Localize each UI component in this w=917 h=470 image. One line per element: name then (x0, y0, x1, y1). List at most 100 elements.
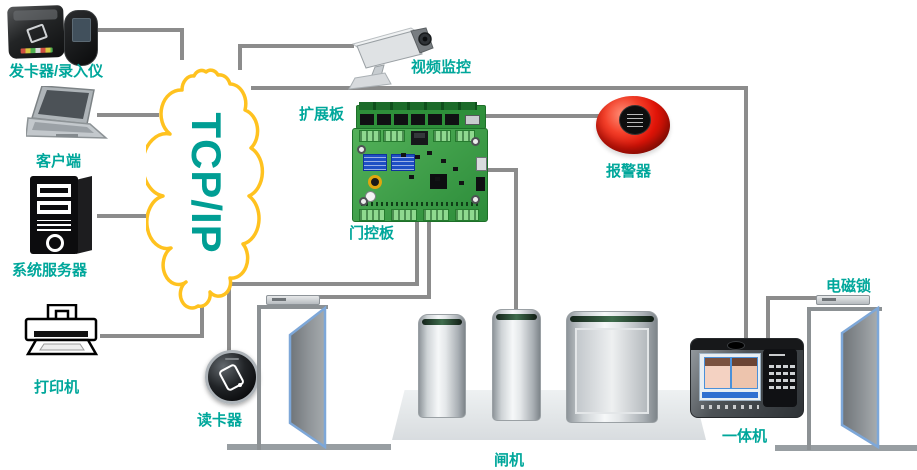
expansion-board-icon (356, 102, 486, 129)
turnstile-panel (575, 328, 649, 414)
label-maglock: 电磁锁 (826, 278, 872, 295)
line-cloud-camera-h (238, 44, 354, 48)
label-all-in-one: 一体机 (722, 428, 768, 445)
label-turnstile: 闸机 (494, 452, 525, 469)
board-terminal (455, 130, 475, 142)
board-screw (471, 195, 480, 204)
board-connector (476, 177, 485, 191)
turnstile-pillar (492, 309, 541, 421)
line-server-cloud (97, 214, 163, 218)
xboard-terminals (359, 102, 477, 110)
server-drive-bay (37, 201, 71, 214)
label-door-board: 门控板 (349, 225, 395, 242)
server-vents (37, 220, 71, 231)
turnstile-indicator (422, 319, 462, 325)
server-power-button (46, 234, 64, 252)
label-expansion-board: 扩展板 (299, 106, 345, 123)
cctv-camera-icon (348, 27, 434, 90)
label-video-monitor: 视频监控 (411, 59, 472, 76)
board-terminal (433, 130, 451, 142)
all-in-one-terminal-icon (690, 338, 804, 418)
line-cloud-aio-h (251, 86, 748, 90)
line-board-reader-h (227, 282, 419, 286)
turnstile-pillar (566, 311, 658, 423)
enrollment-device-icon (64, 10, 98, 66)
aio-keypad-keys (769, 365, 774, 368)
aio-face-photo (704, 357, 731, 389)
server-icon (30, 174, 96, 256)
aio-face-photo (731, 357, 758, 389)
turnstile-indicator (570, 316, 654, 322)
alarm-bell-icon (596, 96, 670, 154)
line-printer-cloud-h (100, 334, 204, 338)
line-board-leftlock-h (312, 295, 431, 299)
label-card-reader: 读卡器 (197, 412, 243, 429)
server-drive-bay (37, 184, 71, 197)
board-components (401, 153, 406, 157)
issuer-top-facet (13, 9, 58, 21)
xboard-relays (360, 114, 460, 125)
line-board-turnstile-v (514, 168, 518, 314)
issuer-led-strip (20, 47, 53, 54)
laptop-icon (26, 86, 109, 139)
line-cloud-camera-v (238, 44, 242, 70)
line-board-reader-v2 (227, 282, 231, 354)
reader-led (238, 383, 242, 387)
line-cloud-aio-v (744, 86, 748, 342)
aio-top-bar (691, 339, 803, 350)
board-terminal (359, 130, 381, 142)
board-terminal (423, 209, 449, 221)
aio-function-buttons (701, 405, 759, 409)
board-relay (391, 154, 415, 171)
server-side (76, 176, 92, 254)
board-screw (357, 145, 366, 154)
board-terminal (455, 209, 479, 221)
ground-left-door (227, 444, 391, 450)
right-door (807, 305, 882, 450)
board-rj45-port (411, 131, 428, 145)
aio-screen (699, 353, 761, 401)
tcpip-cloud (146, 68, 265, 310)
maglock-right-icon (816, 295, 870, 305)
card-reader-icon (205, 350, 259, 404)
maglock-left-icon (266, 295, 320, 305)
board-mcu-chip (430, 174, 447, 189)
label-client: 客户端 (36, 153, 82, 170)
reader-card-glyph (217, 362, 246, 393)
label-alarm: 报警器 (606, 163, 652, 180)
line-board-reader-v1 (415, 216, 419, 286)
board-pin-row (361, 202, 479, 206)
ground-right-door (775, 445, 917, 451)
line-xboard-alarm (483, 114, 600, 118)
line-aio-rightlock-v (766, 296, 770, 342)
board-terminal (383, 130, 405, 142)
aio-status-bar (702, 392, 758, 398)
board-screw (359, 197, 368, 206)
card-glyph-icon (26, 23, 49, 44)
line-printer-cloud-v (200, 302, 204, 338)
line-aio-rightlock-h (766, 296, 824, 300)
board-usb-port (476, 157, 487, 171)
line-issuer-cloud-h (88, 28, 184, 32)
label-printer: 打印机 (34, 379, 80, 396)
left-door (257, 305, 328, 450)
board-terminal (391, 209, 417, 221)
xboard-chip (465, 115, 480, 125)
label-card-issuer: 发卡器/录入仪 (9, 63, 104, 80)
label-server: 系统服务器 (12, 262, 88, 279)
enrollment-screen (72, 18, 91, 42)
door-control-board-icon (352, 128, 488, 222)
line-client-cloud (97, 113, 159, 117)
aio-keypad (763, 349, 797, 407)
printer-icon (24, 304, 99, 356)
aio-camera (727, 341, 745, 350)
aio-keypad-brand (769, 354, 785, 356)
line-board-leftlock-v (427, 220, 431, 299)
line-board-turnstile-h (484, 168, 518, 172)
line-issuer-cloud-v (180, 28, 184, 60)
turnstile-pillar (418, 314, 466, 418)
board-button (365, 191, 376, 202)
reader-brand (225, 358, 239, 360)
network-label: TCP/IP (183, 112, 230, 254)
